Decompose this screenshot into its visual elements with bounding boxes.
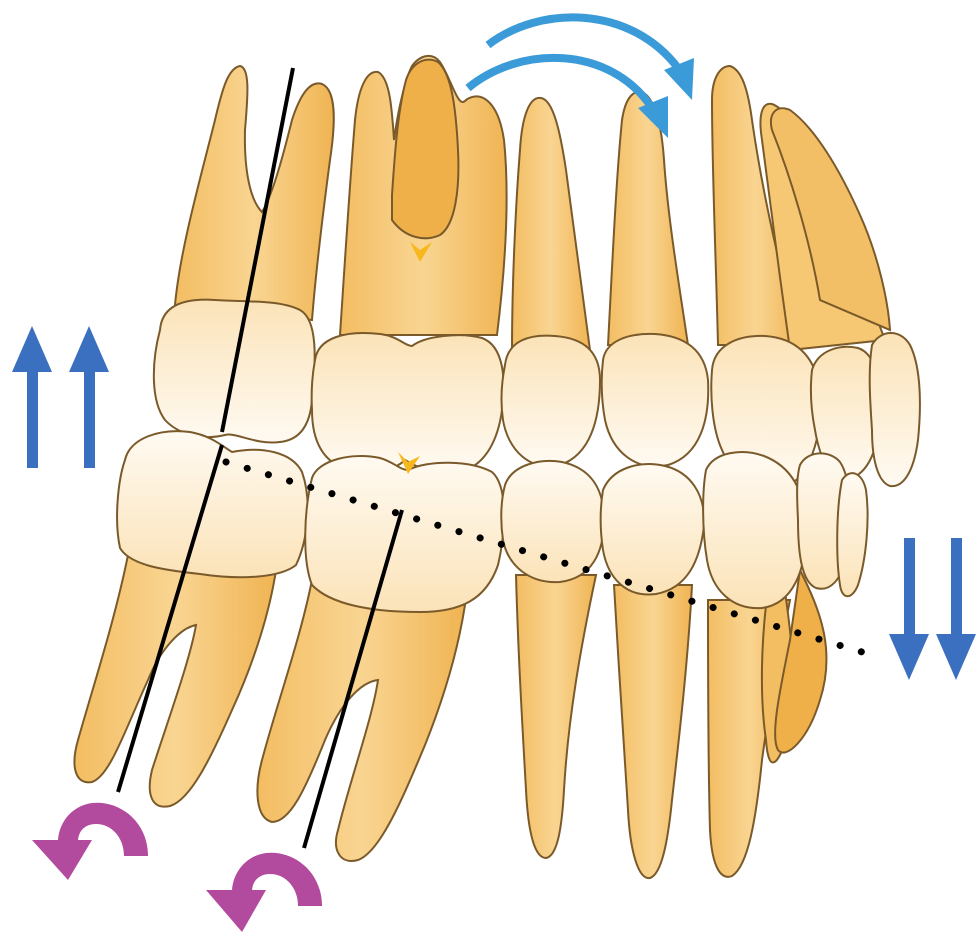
- up-arrow-icon: [69, 326, 109, 468]
- upper-molar-2-root-shade: [392, 60, 458, 239]
- lower-molar-2-crown: [305, 456, 504, 612]
- upper-premolar-2-crown: [602, 334, 709, 466]
- upper-premolar-1-crown: [502, 336, 600, 467]
- lower-molar-1-crown: [117, 431, 308, 577]
- lower-molar-2-root: [257, 580, 465, 861]
- rotate-arrow-icon: [206, 853, 322, 932]
- lower-premolar-1-crown: [501, 461, 604, 582]
- lower-premolar-1-root: [516, 575, 596, 858]
- upper-premolar-1-root: [512, 98, 590, 350]
- rotate-arrow-icon: [32, 803, 148, 880]
- upper-premolar-2-root: [608, 92, 688, 345]
- up-arrow-icon: [12, 326, 52, 468]
- lower-premolar-2-crown: [601, 464, 704, 594]
- upper-molar-2-crown: [312, 333, 504, 473]
- lower-central-incisor-crown: [837, 473, 867, 596]
- upper-central-incisor-crown: [870, 333, 920, 486]
- down-arrow-icon: [889, 538, 929, 680]
- upper-molar-1-root: [175, 66, 334, 320]
- down-arrow-icon: [936, 538, 976, 680]
- lower-molar-1-root: [74, 555, 276, 807]
- lower-canine-crown: [703, 452, 806, 608]
- lower-premolar-2-root: [614, 585, 692, 878]
